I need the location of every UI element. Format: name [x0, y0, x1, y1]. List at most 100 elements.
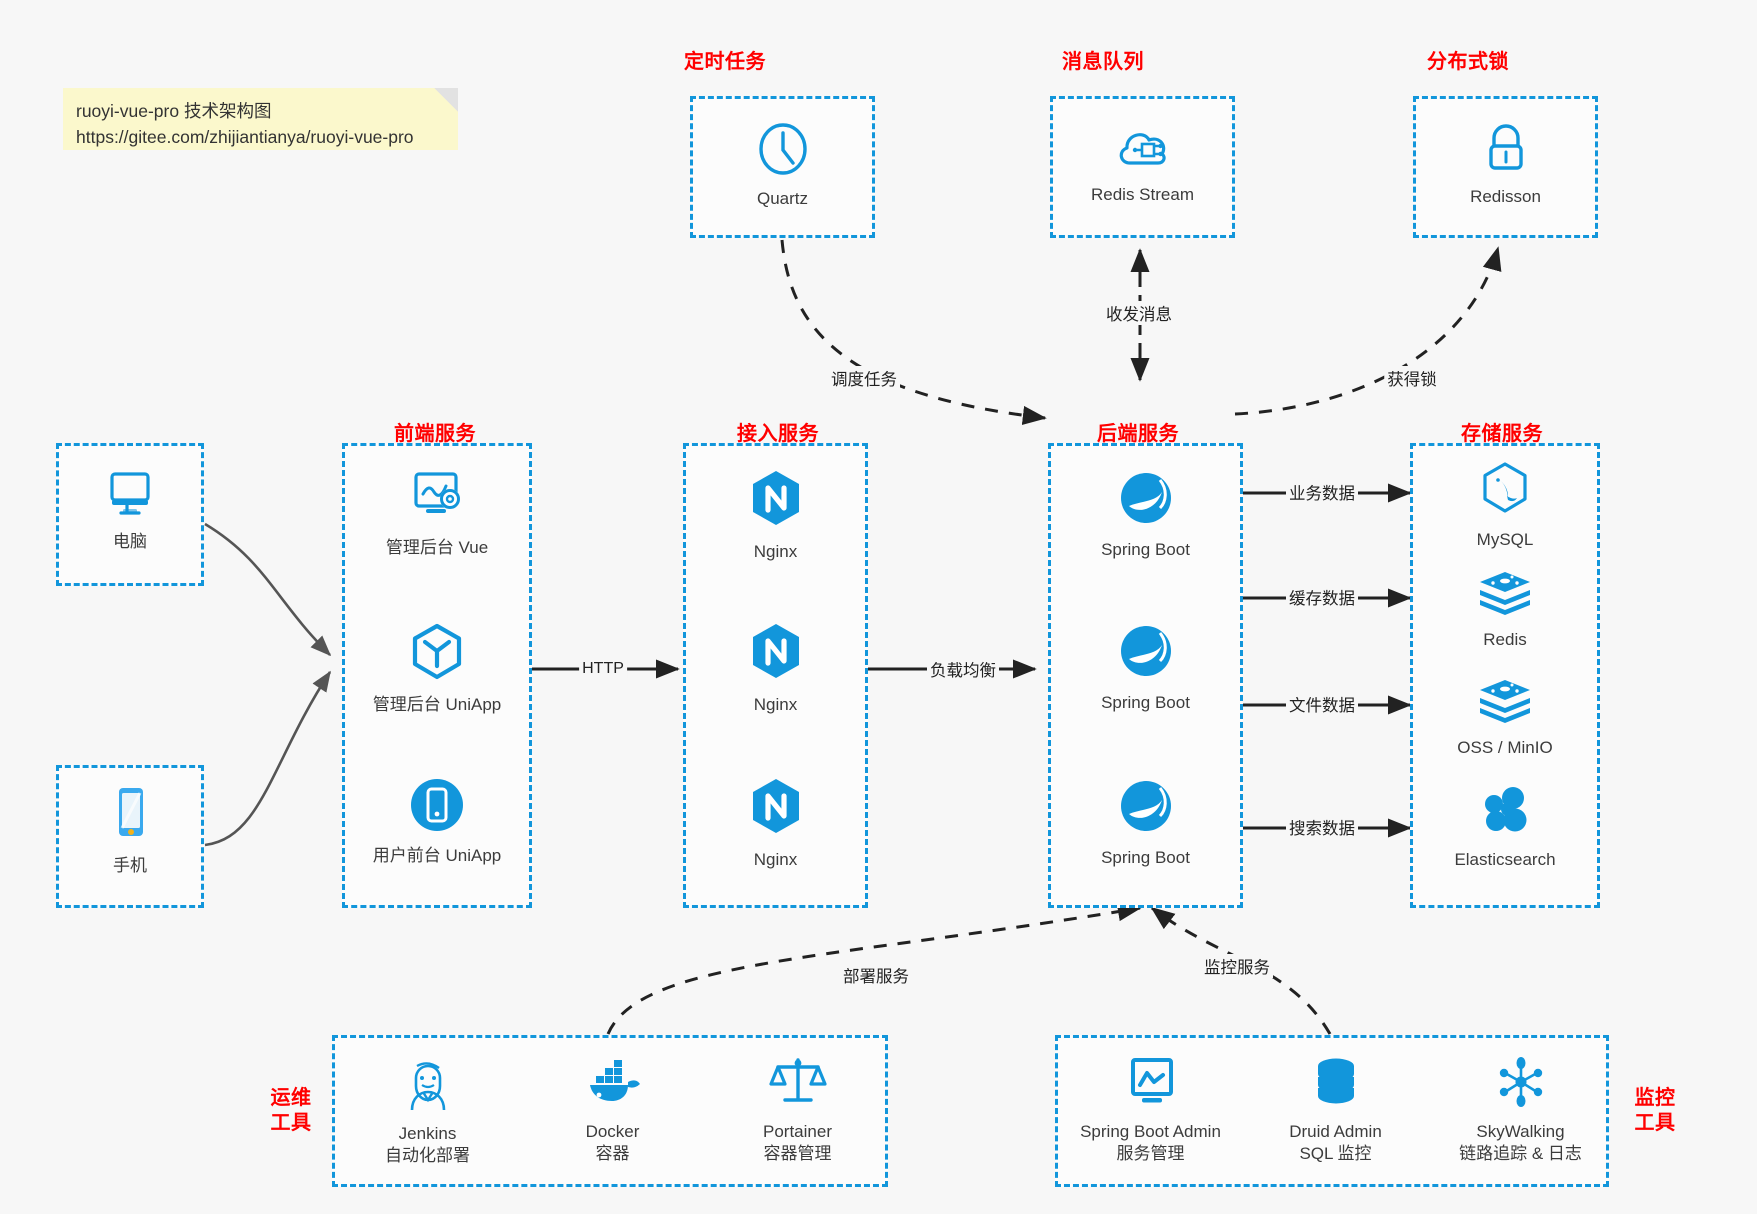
node-label: Nginx	[753, 850, 798, 869]
group-box-frontend: 管理后台 Vue 管理后台 UniApp 用户前台 UniApp	[342, 443, 532, 908]
node-label: 管理后台 Vue	[385, 538, 489, 557]
edge-label-biz-data: 业务数据	[1286, 480, 1358, 504]
group-box-client-mobile: 手机	[56, 765, 204, 908]
group-title-gateway: 接入服务	[737, 423, 819, 445]
node-label: Spring Boot	[1101, 848, 1190, 867]
clock-icon	[693, 121, 872, 182]
edge-label-schedule-task: 调度任务	[828, 366, 900, 390]
node-label: Nginx	[753, 542, 798, 561]
node-sublabel: 链路追踪 & 日志	[1459, 1144, 1582, 1163]
nginx-icon	[686, 621, 865, 688]
group-box-backend: Spring Boot Spring Boot Spring Boot	[1048, 443, 1243, 908]
node-mobile[interactable]: 手机	[59, 784, 201, 877]
node-sublabel: 自动化部署	[385, 1146, 470, 1165]
node-label: Spring Boot Admin	[1080, 1122, 1221, 1141]
spring-boot-icon	[1051, 468, 1240, 533]
node-label: Nginx	[753, 695, 798, 714]
docker-icon	[520, 1054, 705, 1115]
spring-boot-icon	[1051, 621, 1240, 686]
skywalking-icon	[1428, 1054, 1613, 1115]
node-redis[interactable]: Redis	[1413, 568, 1597, 651]
node-label: Redis Stream	[1091, 185, 1194, 204]
node-sublabel: 服务管理	[1116, 1144, 1185, 1163]
node-label: Druid Admin	[1289, 1122, 1382, 1141]
node-spring-boot-1[interactable]: Spring Boot	[1051, 468, 1240, 561]
redis-icon	[1413, 568, 1597, 623]
node-label: MySQL	[1476, 530, 1534, 549]
node-label: Redis	[1483, 630, 1527, 649]
group-box-lock: Redisson	[1413, 96, 1598, 238]
group-box-scheduler: Quartz	[690, 96, 875, 238]
app-circle-icon	[345, 776, 529, 839]
node-admin-vue[interactable]: 管理后台 Vue	[345, 468, 529, 559]
node-label: OSS / MinIO	[1457, 738, 1553, 757]
group-box-gateway: Nginx Nginx Nginx	[683, 443, 868, 908]
note-line-1: ruoyi-vue-pro 技术架构图	[76, 101, 272, 121]
node-oss-minio[interactable]: OSS / MinIO	[1413, 676, 1597, 759]
node-portainer[interactable]: Portainer 容器管理	[705, 1054, 890, 1165]
node-nginx-2[interactable]: Nginx	[686, 621, 865, 716]
group-title-scheduler: 定时任务	[684, 51, 766, 73]
node-label: 用户前台 UniApp	[372, 846, 502, 865]
node-druid-admin[interactable]: Druid Admin SQL 监控	[1243, 1054, 1428, 1165]
edge-label-monitor-service: 监控服务	[1201, 954, 1273, 978]
nginx-icon	[686, 468, 865, 535]
node-label: Redisson	[1470, 187, 1541, 206]
edge-label-cache-data: 缓存数据	[1286, 585, 1358, 609]
group-box-monitor: Spring Boot Admin 服务管理 Druid Admin SQL 监…	[1055, 1035, 1609, 1187]
node-desktop[interactable]: 电脑	[59, 464, 201, 553]
title-note: ruoyi-vue-pro 技术架构图 https://gitee.com/zh…	[63, 88, 458, 150]
note-line-2: https://gitee.com/zhijiantianya/ruoyi-vu…	[76, 127, 414, 147]
node-redis-stream[interactable]: Redis Stream	[1053, 121, 1232, 206]
node-sublabel: SQL 监控	[1299, 1144, 1372, 1163]
lock-icon	[1416, 121, 1595, 180]
node-label: Spring Boot	[1101, 540, 1190, 559]
node-label: SkyWalking	[1476, 1122, 1565, 1141]
monitor-chart-icon	[1058, 1054, 1243, 1115]
edge-label-http: HTTP	[579, 660, 627, 678]
cloud-stream-icon	[1053, 121, 1232, 178]
node-user-uniapp[interactable]: 用户前台 UniApp	[345, 776, 529, 867]
edge-label-search-data: 搜索数据	[1286, 815, 1358, 839]
group-box-mq: Redis Stream	[1050, 96, 1235, 238]
node-label: 手机	[113, 856, 147, 875]
node-sublabel: 容器管理	[763, 1144, 832, 1163]
node-label: Portainer	[763, 1122, 832, 1141]
node-spring-boot-admin[interactable]: Spring Boot Admin 服务管理	[1058, 1054, 1243, 1165]
mobile-icon	[59, 784, 201, 849]
node-nginx-3[interactable]: Nginx	[686, 776, 865, 871]
dashboard-gear-icon	[345, 468, 529, 531]
group-title-devops-line1: 运维	[270, 1087, 312, 1109]
desktop-icon	[59, 464, 201, 525]
node-docker[interactable]: Docker 容器	[520, 1054, 705, 1165]
mysql-icon	[1413, 460, 1597, 523]
group-title-storage: 存储服务	[1461, 423, 1543, 445]
node-label: Spring Boot	[1101, 693, 1190, 712]
node-sublabel: 容器	[595, 1144, 630, 1163]
node-nginx-1[interactable]: Nginx	[686, 468, 865, 563]
node-admin-uniapp[interactable]: 管理后台 UniApp	[345, 621, 529, 716]
group-title-mq: 消息队列	[1062, 51, 1144, 73]
node-mysql[interactable]: MySQL	[1413, 460, 1597, 551]
cube-icon	[345, 621, 529, 688]
group-title-monitor-line1: 监控	[1634, 1087, 1676, 1109]
node-skywalking[interactable]: SkyWalking 链路追踪 & 日志	[1428, 1054, 1613, 1165]
node-spring-boot-3[interactable]: Spring Boot	[1051, 776, 1240, 869]
node-label: Jenkins	[398, 1124, 457, 1143]
note-folded-corner	[434, 88, 458, 112]
node-spring-boot-2[interactable]: Spring Boot	[1051, 621, 1240, 714]
node-redisson[interactable]: Redisson	[1416, 121, 1595, 208]
node-elasticsearch[interactable]: Elasticsearch	[1413, 784, 1597, 871]
node-jenkins[interactable]: Jenkins 自动化部署	[335, 1054, 520, 1167]
elasticsearch-icon	[1413, 784, 1597, 843]
node-label: Quartz	[756, 189, 809, 208]
node-label: 管理后台 UniApp	[372, 695, 502, 714]
group-title-monitor-line2: 工具	[1634, 1112, 1676, 1134]
group-title-devops-line2: 工具	[270, 1112, 312, 1134]
node-quartz[interactable]: Quartz	[693, 121, 872, 210]
edge-label-send-receive-msg: 收发消息	[1103, 301, 1175, 325]
edge-label-file-data: 文件数据	[1286, 692, 1358, 716]
edge-label-acquire-lock: 获得锁	[1384, 366, 1440, 390]
spring-boot-icon	[1051, 776, 1240, 841]
group-box-storage: MySQL Redis	[1410, 443, 1600, 908]
